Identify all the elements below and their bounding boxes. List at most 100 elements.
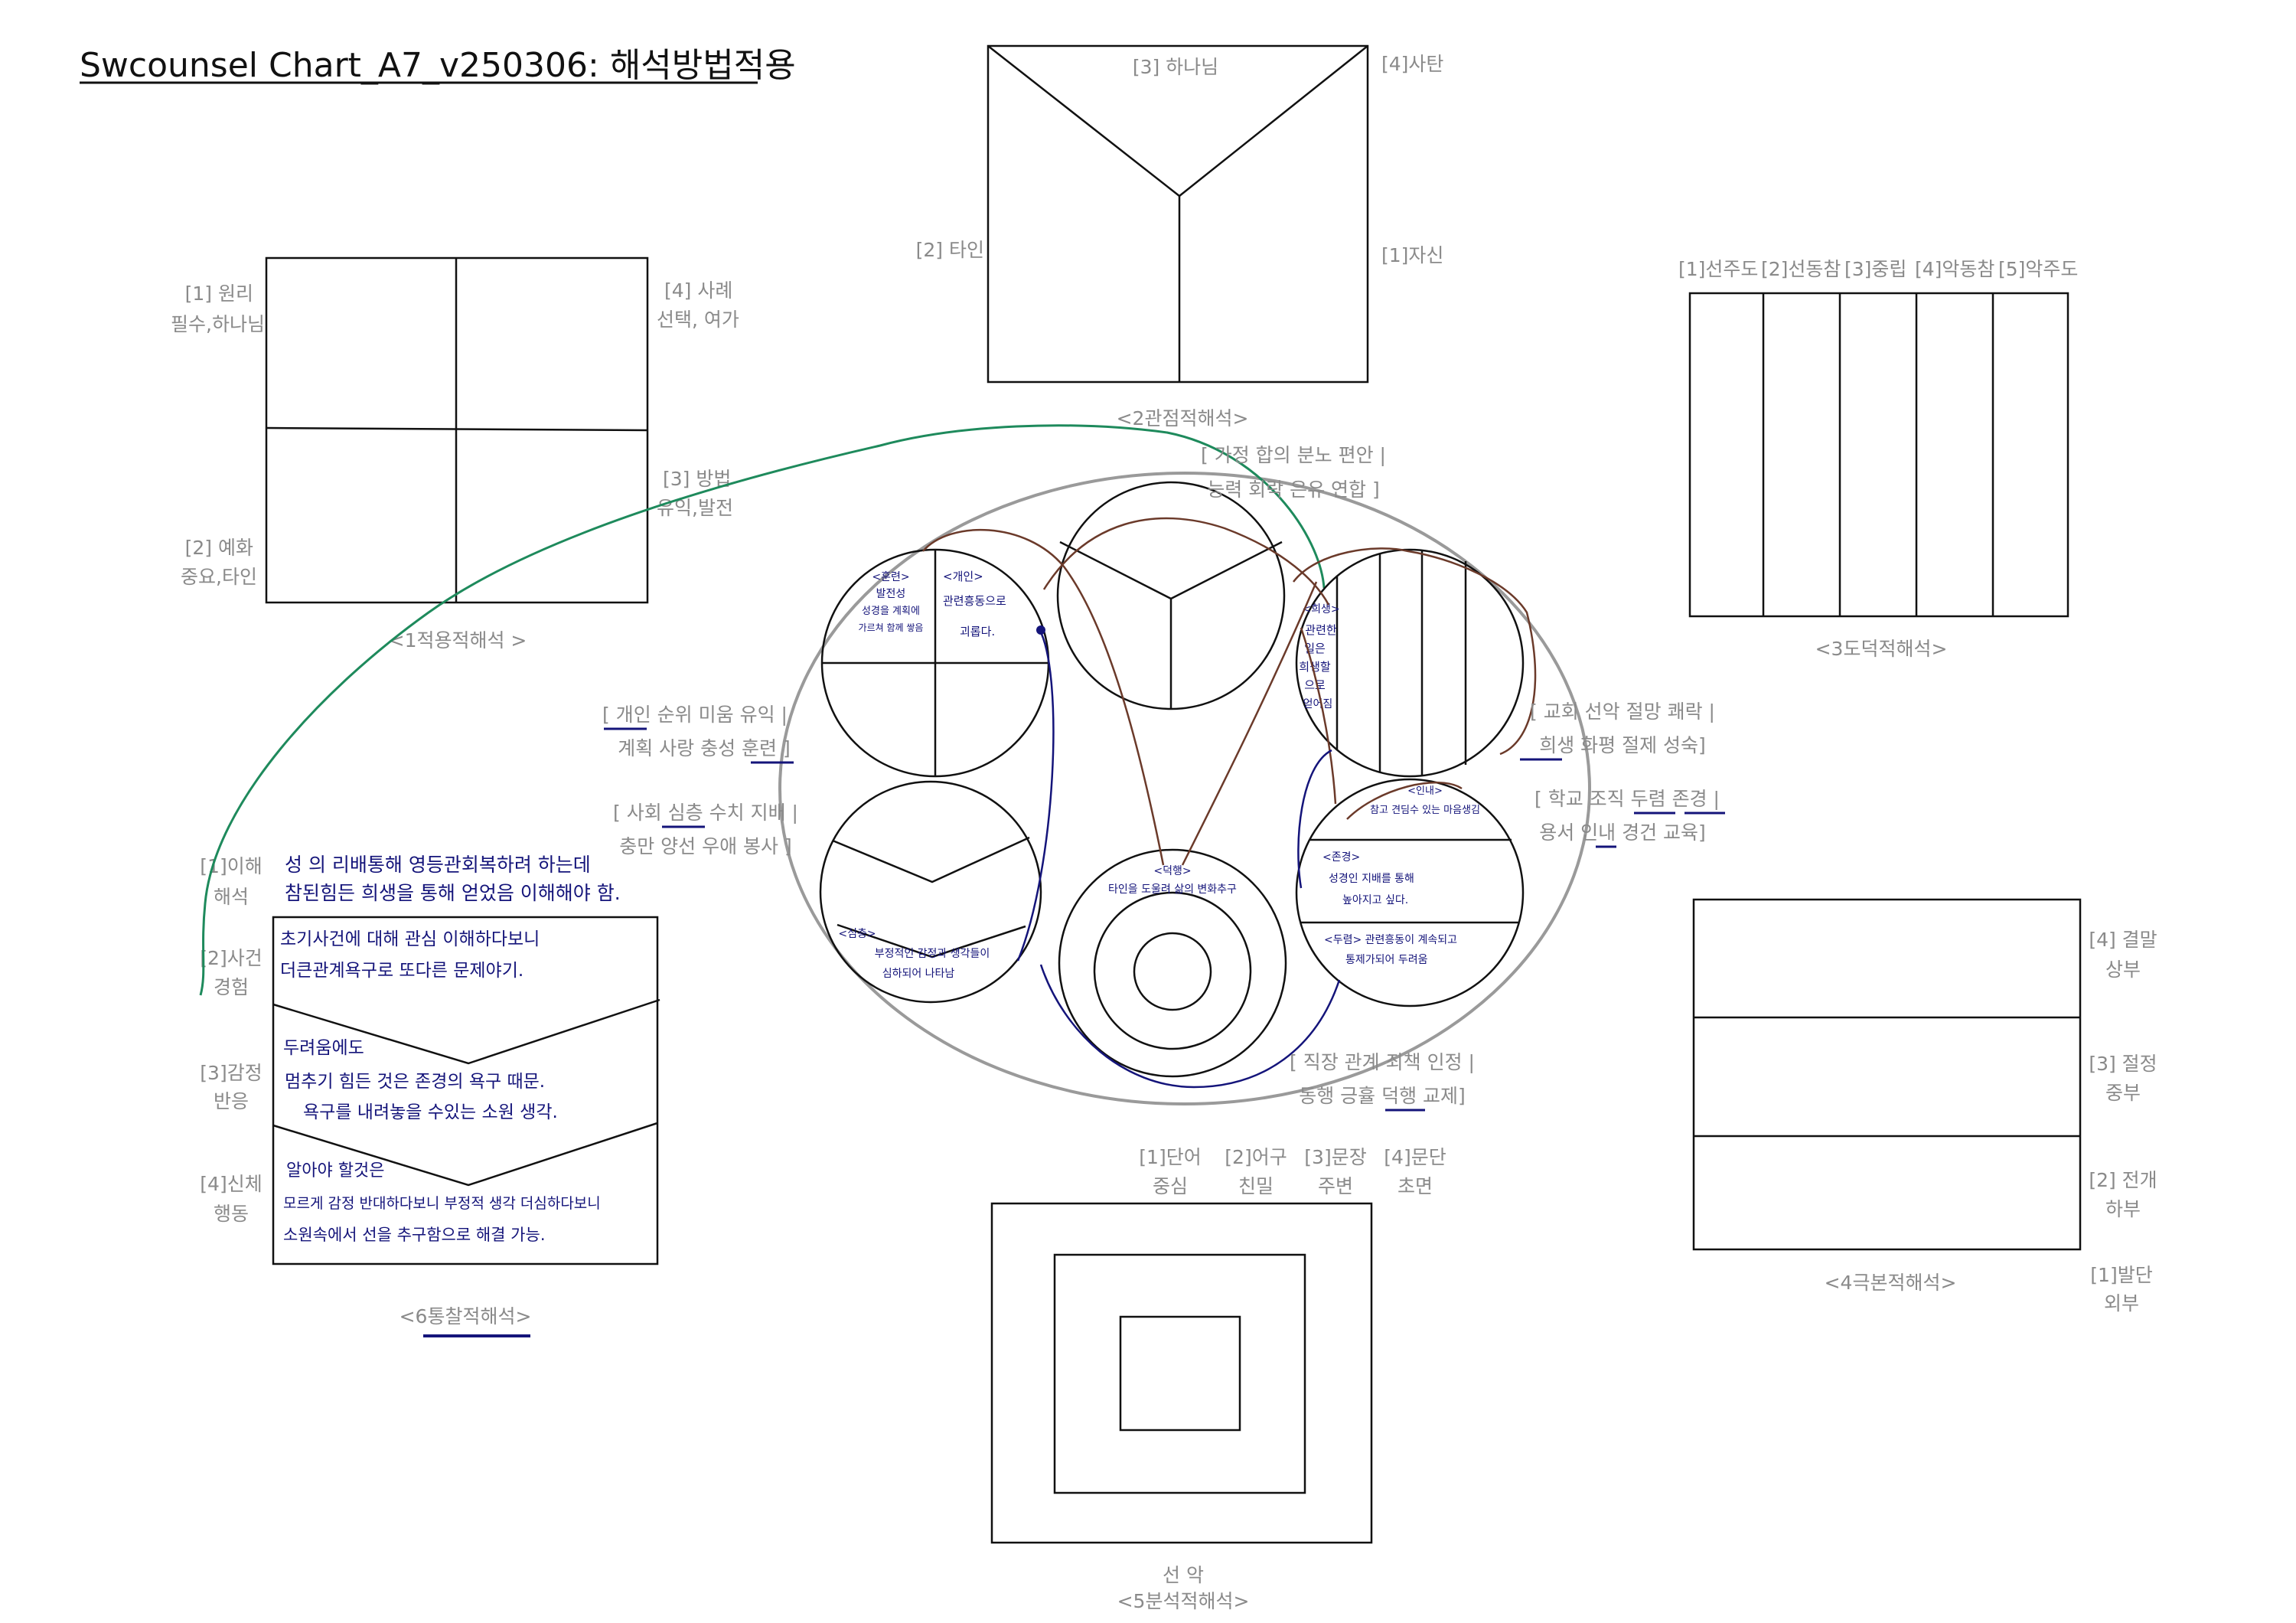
y-left <box>1059 540 1172 600</box>
chart6-top-note: 참된힘든 희생을 통해 얻었음 이해해야 함. <box>285 882 621 904</box>
chart5-top-label: [1]단어 <box>1139 1146 1201 1168</box>
chart3-caption: <3도덕적해석> <box>1815 638 1948 660</box>
chart2-perspective: [3] 하나님 [4]사탄 [2] 타인 [1]자신 <2관점적해석> <box>916 44 1443 429</box>
chart5-top-sub: 주변 <box>1318 1175 1353 1197</box>
chart6-side-sub: 경험 <box>214 976 249 998</box>
c1-note: 발전성 <box>876 588 906 600</box>
c3-note: 얻어짐 <box>1303 698 1333 710</box>
c1-note: 관련흥동으로 <box>943 594 1006 608</box>
c3-note: 관련한 <box>1305 623 1337 637</box>
center-circle-concentric <box>1058 848 1287 1078</box>
navy-arrow <box>1016 629 1055 962</box>
chart5-top-sub: 중심 <box>1153 1175 1188 1197</box>
note-society: 충만 양선 우애 봉사 ] <box>619 835 792 857</box>
chart4-caption: <4극본적해석> <box>1825 1272 1957 1294</box>
chart4-row-label: [2] 전개 <box>2089 1169 2157 1191</box>
navy-arrow <box>1297 749 1332 889</box>
brown-arrows <box>922 517 1537 866</box>
center-circle-columns <box>1295 548 1525 778</box>
note-school: [ 학교 조직 두렴 존경 | <box>1534 788 1720 810</box>
note-family: [ 가정 합의 분노 편안 | <box>1201 444 1386 466</box>
chart6-side-sub: 행동 <box>214 1203 249 1225</box>
chart1-label-principle-sub: 필수,하나님 <box>171 313 265 335</box>
center-circle-chevron <box>819 780 1042 1004</box>
c6-note: <존경> <box>1322 851 1360 864</box>
c1-note: 가르쳐 함께 쌓음 <box>859 622 924 633</box>
chart6-section2-text: 멈추기 힘든 것은 존경의 욕구 때문. <box>285 1072 545 1092</box>
chart2-label-self: [1]자신 <box>1381 244 1443 266</box>
word-underlines <box>604 727 1725 1112</box>
chart5-top-label: [4]문단 <box>1384 1146 1446 1168</box>
center-composite: <훈련> 발전성 성경을 계획에 가르쳐 함께 쌓음 <개인> 관련흥동으로 괴… <box>199 424 1725 1112</box>
chart1-label-principle: [1] 원리 <box>185 282 253 305</box>
c1-note: <개인> <box>943 570 983 583</box>
chart3-col-label: [1]선주도 <box>1678 258 1758 280</box>
chart6-section3-text: 소원속에서 선을 추구함으로 해결 가능. <box>283 1226 546 1244</box>
chart6-side-sub: 반응 <box>214 1090 249 1112</box>
chart6-caption: <6통찰적해석> <box>400 1305 532 1327</box>
chart6-chevron-upper <box>272 998 660 1065</box>
chart3-moral: [1]선주도 [2]선동참 [3]중립 [4]악동참 [5]악주도 <3도덕적해… <box>1678 258 2078 660</box>
c5-note: 타인을 도울려 삶의 변화추구 <box>1108 883 1237 896</box>
chart5-top-sub: 초면 <box>1397 1175 1433 1197</box>
chart3-col-label: [2]선동참 <box>1761 258 1841 280</box>
c6-note: 성경인 지배를 통해 <box>1329 873 1414 885</box>
navy-arrow-origin <box>1036 625 1045 635</box>
c4-note: <심층> <box>838 928 876 940</box>
chart2-label-satan: [4]사탄 <box>1381 53 1443 75</box>
brown-arrow <box>1293 547 1537 756</box>
chevron-upper <box>832 836 1030 883</box>
chart1-label-example: [2] 예화 <box>185 537 253 559</box>
chart1-applicative: [1] 원리 필수,하나님 [4] 사례 선택, 여가 [3] 방법 유익,발전… <box>171 256 739 651</box>
c4-note: 부정적인 감정과 생각들이 <box>875 948 990 960</box>
green-connector <box>199 424 1326 996</box>
chart5-top-label: [2]어구 <box>1225 1146 1287 1168</box>
brown-arrow <box>1181 581 1318 866</box>
note-church: 희생 화평 절제 성숙] <box>1539 734 1706 756</box>
brown-arrow <box>1346 781 1463 820</box>
chevron-lower <box>837 923 1026 958</box>
c1-note: 성경을 계획에 <box>862 606 920 617</box>
chart4-row-label: [3] 절정 <box>2089 1053 2157 1075</box>
chart1-label-case-sub: 선택, 여가 <box>657 309 739 331</box>
chart6-side-label: [4]신체 <box>200 1173 262 1195</box>
chart5-outer-square <box>990 1202 1373 1544</box>
chart6-section2-text: 두려움에도 <box>283 1038 364 1058</box>
chart3-col-label: [3]중립 <box>1844 258 1906 280</box>
chart2-label-god: [3] 하나님 <box>1133 56 1218 78</box>
c3-note: 으로 <box>1304 678 1326 692</box>
chart1-horizontal-divider <box>266 426 648 432</box>
c6-note: 높아지고 싶다. <box>1342 894 1408 906</box>
chart6-section1-text: 초기사건에 대해 관심 이해하다보니 <box>280 929 540 949</box>
chart6-side-label: [3]감정 <box>200 1062 262 1084</box>
chart4-dramatic: [4] 결말 상부 [3] 절정 중부 [2] 전개 하부 [1]발단 외부 <… <box>1692 898 2157 1314</box>
chart1-label-case: [4] 사례 <box>664 279 732 302</box>
chart3-frame <box>1688 292 2069 618</box>
chart4-row-label: [1]발단 <box>2090 1264 2152 1286</box>
chart1-caption: <1적용적해석 > <box>389 629 527 651</box>
chart6-top-note: 성 의 리배통해 영등관회복하려 하는데 <box>285 854 591 876</box>
c4-note: 심하되어 나타남 <box>882 968 955 980</box>
note-workplace: 동행 긍휼 덕행 교제] <box>1299 1085 1466 1107</box>
chart1-label-example-sub: 중요,타인 <box>181 566 257 588</box>
chart6-section1-text: 더큰관계욕구로 또다른 문제야기. <box>280 961 523 981</box>
concentric-inner <box>1133 932 1212 1011</box>
chart4-row-label: [4] 결말 <box>2089 929 2157 951</box>
y-right <box>1170 540 1283 600</box>
chart2-right-diagonal <box>1179 45 1368 197</box>
c1-note: 괴롭다. <box>960 625 995 638</box>
navy-arrows <box>1016 629 1341 1089</box>
chart5-caption: <5분석적해석> <box>1117 1590 1250 1612</box>
chart5-top-label: [3]문장 <box>1304 1146 1366 1168</box>
note-church: [ 교회 선악 절망 쾌락 | <box>1530 700 1715 723</box>
chart6-section2-text: 욕구를 내려놓을 수있는 소원 생각. <box>303 1102 558 1122</box>
chart2-caption: <2관점적해석> <box>1117 407 1249 429</box>
c6-note: 통제가되어 두려움 <box>1345 954 1428 966</box>
center-ellipse <box>778 472 1591 1105</box>
brown-arrow <box>922 528 1165 866</box>
c3-note: <희생> <box>1302 603 1339 616</box>
c6-note: <두렴> 관련흥동이 계속되고 <box>1324 934 1457 946</box>
c3-note: 일은 <box>1304 642 1326 655</box>
chart6-chevron-lower <box>272 1122 658 1187</box>
